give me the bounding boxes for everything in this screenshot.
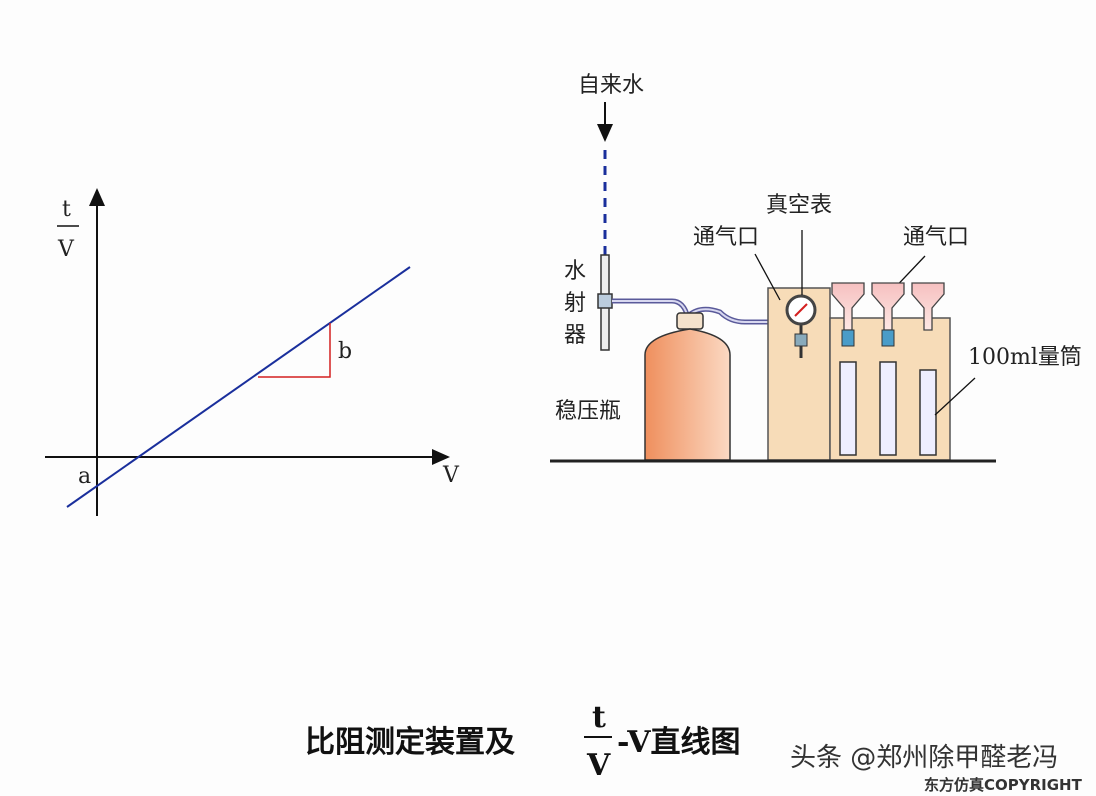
funnel-3 — [911, 282, 945, 456]
y-label-denominator: V — [57, 237, 75, 262]
cylinder-3 — [919, 369, 937, 456]
caption-suffix: -V直线图 — [617, 725, 741, 760]
aspirator-label-2: 射 — [564, 291, 586, 316]
y-label-numerator: t — [62, 197, 71, 222]
vent-left-label: 通气口 — [693, 225, 759, 250]
vacuum-gauge-label: 真空表 — [766, 193, 832, 218]
t-over-v-graph: t V V a b — [45, 188, 460, 516]
x-label: V — [442, 463, 460, 488]
vent-right-label: 通气口 — [903, 225, 969, 250]
aspirator-joint — [597, 293, 613, 309]
tap-water-label: 自来水 — [578, 73, 644, 98]
watermark-author: 头条 @郑州除甲醛老冯 — [790, 743, 1058, 773]
ballast-bottle-label: 稳压瓶 — [555, 399, 621, 424]
slope-triangle — [258, 323, 331, 378]
cylinder-label: 100ml量筒 — [968, 345, 1082, 370]
caption-fraction-denominator: V — [586, 748, 611, 783]
fit-line — [66, 266, 411, 508]
cylinder-2 — [879, 361, 897, 456]
caption-prefix: 比阻测定装置及 — [305, 725, 515, 760]
resistance-apparatus: 自来水 水 射 器 稳压瓶 真空表 通气口 通气口 — [550, 73, 1082, 463]
bottle-cap — [676, 312, 704, 330]
caption: 比阻测定装置及 t V -V直线图 — [305, 700, 741, 783]
funnel-1 — [831, 282, 865, 456]
aspirator-label-1: 水 — [564, 259, 586, 284]
funnel-2 — [871, 282, 905, 456]
ballast-bottle — [644, 328, 731, 461]
caption-fraction-numerator: t — [592, 700, 606, 735]
watermark-copyright: 东方仿真COPYRIGHT — [924, 776, 1083, 794]
aspirator-label-3: 器 — [564, 323, 586, 348]
intercept-label: a — [78, 464, 91, 489]
vent-left-pointer-line — [754, 253, 781, 301]
cylinder-1 — [839, 361, 857, 456]
slope-label: b — [338, 339, 352, 364]
cylinder-pointer-line — [934, 377, 976, 416]
